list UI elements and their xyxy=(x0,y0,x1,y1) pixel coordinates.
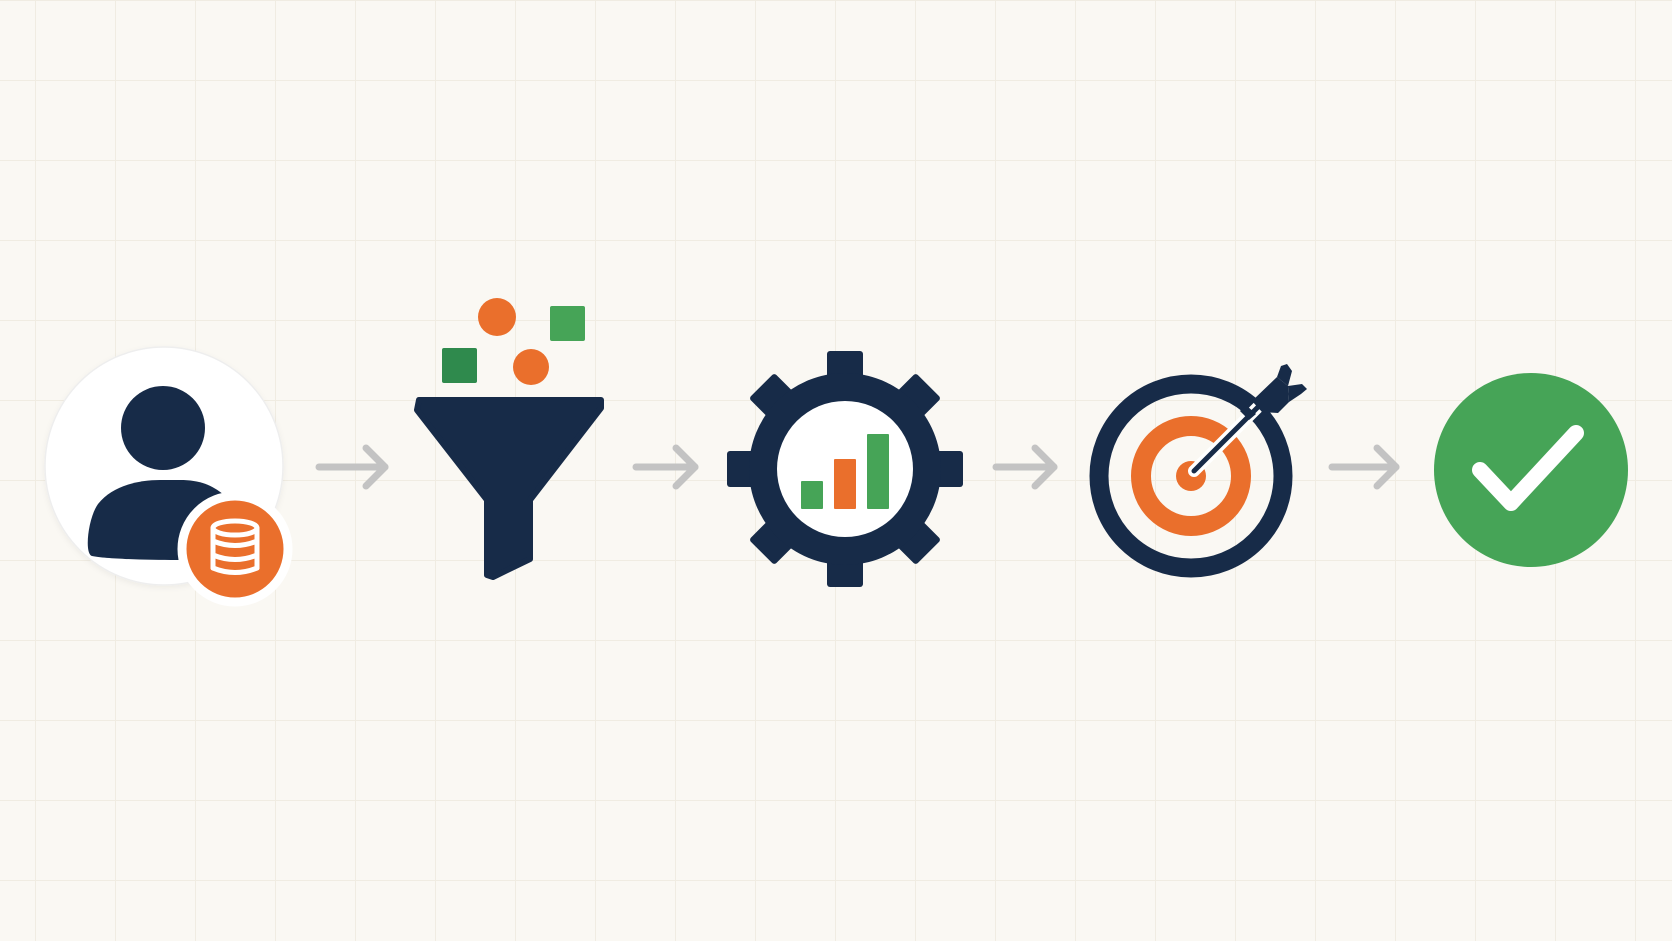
arrow-right-icon xyxy=(632,444,699,490)
check-circle-icon xyxy=(1434,373,1628,567)
particle-green-right xyxy=(550,306,585,341)
user-head xyxy=(121,386,205,470)
check-mark xyxy=(1472,425,1584,511)
database-badge-circle xyxy=(177,491,293,607)
particle-orange-bottom xyxy=(513,349,549,385)
target-dart xyxy=(1188,364,1307,477)
arrow-right-icon xyxy=(992,444,1058,490)
arrow-right-icon xyxy=(315,444,389,490)
particle-green-left xyxy=(442,348,477,383)
target-arrow-icon xyxy=(1089,364,1307,578)
chart-bar-3 xyxy=(867,434,889,509)
database-badge xyxy=(177,491,293,607)
bar-chart xyxy=(801,434,889,509)
funnel-filter-icon xyxy=(414,298,604,580)
arrow-right-icon xyxy=(1328,444,1400,490)
user-database-icon xyxy=(44,346,293,607)
particle-orange-top xyxy=(478,298,516,336)
target-middle-ring xyxy=(1131,416,1251,536)
chart-bar-1 xyxy=(801,481,823,509)
database-icon xyxy=(210,518,260,575)
gear-chart-icon xyxy=(727,351,963,587)
chart-bar-2 xyxy=(834,459,856,509)
funnel-shape xyxy=(414,397,604,580)
target-outer-ring xyxy=(1089,374,1293,578)
